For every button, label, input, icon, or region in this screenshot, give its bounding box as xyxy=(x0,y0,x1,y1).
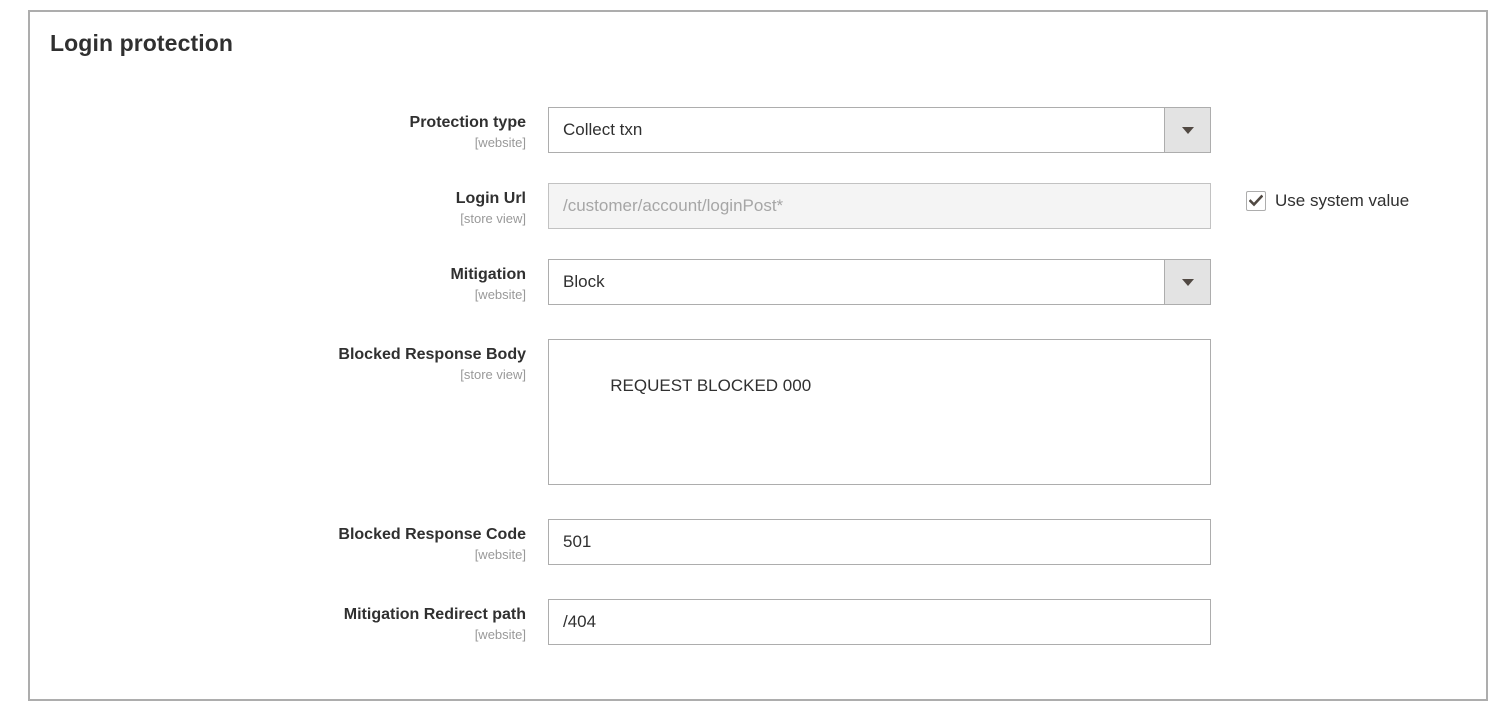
use-system-value-checkbox[interactable] xyxy=(1246,191,1266,211)
chevron-down-icon[interactable] xyxy=(1164,260,1210,304)
settings-form: Protection type [website] Collect txn Lo… xyxy=(30,107,1486,671)
mitigation-value: Block xyxy=(563,272,605,291)
login-url-input: /customer/account/loginPost* xyxy=(548,183,1211,229)
field-scope: [website] xyxy=(474,547,526,562)
label-blocked-response-body: Blocked Response Body [store view] xyxy=(30,339,548,383)
label-protection-type: Protection type [website] xyxy=(30,107,548,151)
field-scope: [website] xyxy=(474,287,526,302)
protection-type-value: Collect txn xyxy=(563,120,643,139)
use-system-value-control[interactable]: Use system value xyxy=(1246,191,1409,211)
control-protection-type: Collect txn xyxy=(548,107,1211,153)
label-blocked-response-code: Blocked Response Code [website] xyxy=(30,519,548,563)
login-protection-panel: Login protection Protection type [websit… xyxy=(28,10,1488,701)
textarea-value: REQUEST BLOCKED 000 xyxy=(610,376,812,395)
mitigation-redirect-path-input[interactable]: /404 xyxy=(548,599,1211,645)
field-label: Blocked Response Code xyxy=(338,526,526,543)
field-scope: [website] xyxy=(474,627,526,642)
field-label: Mitigation Redirect path xyxy=(343,606,526,623)
field-row-blocked-response-code: Blocked Response Code [website] 501 xyxy=(30,519,1486,565)
blocked-response-code-input[interactable]: 501 xyxy=(548,519,1211,565)
field-label: Login Url xyxy=(455,190,526,207)
control-login-url: /customer/account/loginPost* Use system … xyxy=(548,183,1409,229)
field-row-mitigation-redirect-path: Mitigation Redirect path [website] /404 xyxy=(30,599,1486,645)
label-mitigation-redirect-path: Mitigation Redirect path [website] xyxy=(30,599,548,643)
label-login-url: Login Url [store view] xyxy=(30,183,548,227)
field-label: Blocked Response Body xyxy=(338,346,526,363)
protection-type-select[interactable]: Collect txn xyxy=(548,107,1211,153)
chevron-down-icon[interactable] xyxy=(1164,108,1210,152)
field-scope: [store view] xyxy=(460,211,526,226)
control-mitigation: Block xyxy=(548,259,1211,305)
field-scope: [store view] xyxy=(460,367,526,382)
use-system-value-label: Use system value xyxy=(1275,191,1410,210)
page-title: Login protection xyxy=(50,30,234,56)
control-blocked-response-body: REQUEST BLOCKED 000 xyxy=(548,339,1211,485)
blocked-response-body-textarea[interactable]: REQUEST BLOCKED 000 xyxy=(548,339,1211,485)
label-mitigation: Mitigation [website] xyxy=(30,259,548,303)
field-row-protection-type: Protection type [website] Collect txn xyxy=(30,107,1486,153)
field-row-blocked-response-body: Blocked Response Body [store view] REQUE… xyxy=(30,339,1486,485)
field-label: Mitigation xyxy=(450,266,526,283)
field-row-mitigation: Mitigation [website] Block xyxy=(30,259,1486,305)
resize-handle-icon[interactable] xyxy=(1194,468,1208,482)
field-scope: [website] xyxy=(474,135,526,150)
control-mitigation-redirect-path: /404 xyxy=(548,599,1211,645)
check-icon xyxy=(1249,194,1263,207)
control-blocked-response-code: 501 xyxy=(548,519,1211,565)
field-label: Protection type xyxy=(409,114,526,131)
mitigation-select[interactable]: Block xyxy=(548,259,1211,305)
field-row-login-url: Login Url [store view] /customer/account… xyxy=(30,183,1486,229)
